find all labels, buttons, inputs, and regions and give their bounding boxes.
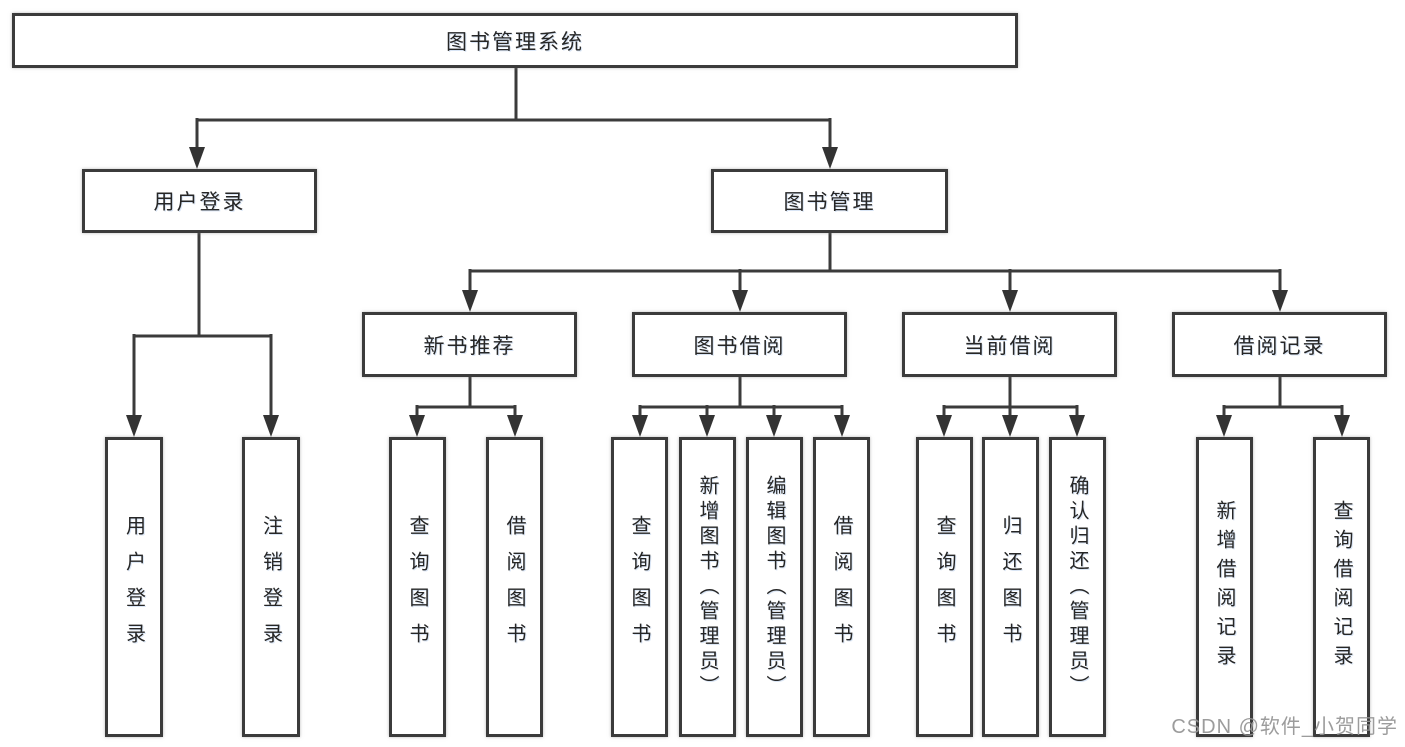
- node-label: 新增借阅记录: [1213, 500, 1235, 674]
- node-label: 查询借阅记录: [1330, 500, 1352, 674]
- leaf-borrow-books-borrowing: 借阅图书: [813, 437, 870, 737]
- node-label: 图书管理: [783, 191, 876, 214]
- node-label: 确认归还（管理员）: [1066, 474, 1088, 700]
- node-user-login-branch: 用户登录: [82, 169, 317, 233]
- node-label: 当前借阅: [963, 334, 1056, 358]
- node-label: 图书借阅: [693, 334, 786, 358]
- leaf-query-borrow-record: 查询借阅记录: [1313, 437, 1370, 737]
- node-label: 用户登录: [153, 191, 246, 214]
- leaf-add-borrow-record: 新增借阅记录: [1196, 437, 1253, 737]
- leaf-edit-book-admin: 编辑图书（管理员）: [746, 437, 803, 737]
- node-borrowing-records: 借阅记录: [1172, 312, 1387, 377]
- leaf-query-books-recommend: 查询图书: [389, 437, 446, 737]
- node-label: 新书推荐: [423, 334, 516, 358]
- node-label: 图书管理系统: [446, 30, 584, 54]
- node-label: 注销登录: [259, 515, 282, 659]
- node-label: 查询图书: [933, 515, 955, 659]
- leaf-query-books-current: 查询图书: [916, 437, 973, 737]
- leaf-add-book-admin: 新增图书（管理员）: [679, 437, 736, 737]
- leaf-logout: 注销登录: [242, 437, 300, 737]
- node-label: 借阅图书: [830, 515, 852, 659]
- node-label: 借阅记录: [1233, 334, 1326, 358]
- csdn-watermark: CSDN @软件_小贺同学: [1171, 716, 1398, 738]
- node-label: 查询图书: [406, 515, 428, 659]
- leaf-query-books-borrowing: 查询图书: [611, 437, 668, 737]
- node-label: 新增图书（管理员）: [696, 474, 718, 700]
- node-label: 借阅图书: [503, 515, 525, 659]
- node-label: 查询图书: [628, 515, 650, 659]
- node-root-library-system: 图书管理系统: [12, 13, 1018, 68]
- node-current-borrowing: 当前借阅: [902, 312, 1117, 377]
- node-new-book-recommend: 新书推荐: [362, 312, 577, 377]
- node-label: 编辑图书（管理员）: [763, 474, 785, 700]
- leaf-borrow-books-recommend: 借阅图书: [486, 437, 543, 737]
- node-book-management: 图书管理: [711, 169, 948, 233]
- node-book-borrowing: 图书借阅: [632, 312, 847, 377]
- leaf-confirm-return-admin: 确认归还（管理员）: [1049, 437, 1106, 737]
- node-label: 归还图书: [999, 515, 1021, 659]
- leaf-return-book: 归还图书: [982, 437, 1039, 737]
- leaf-user-login: 用户登录: [105, 437, 163, 737]
- node-label: 用户登录: [122, 515, 145, 659]
